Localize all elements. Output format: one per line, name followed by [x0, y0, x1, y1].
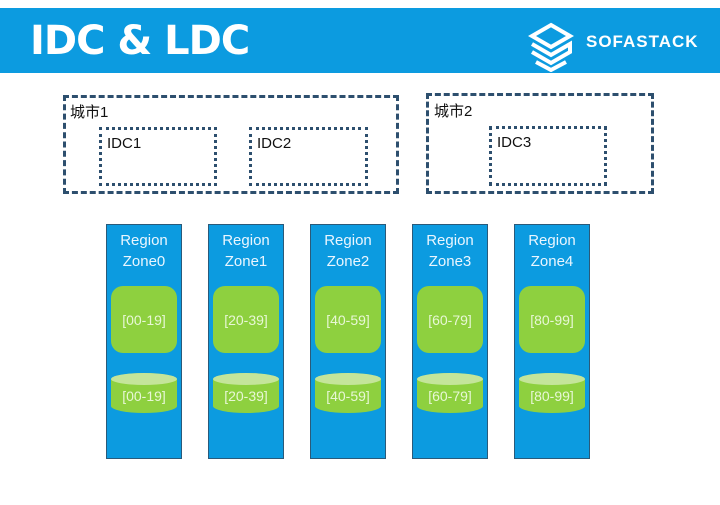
- city-label: 城市1: [70, 104, 109, 121]
- brand-name: SOFASTACK: [586, 32, 699, 51]
- app-shard: [40-59]: [315, 286, 381, 353]
- shard-range: [20-39]: [224, 311, 268, 328]
- idc-box-3: [489, 126, 607, 186]
- city-box-2: [426, 93, 654, 194]
- city-box-1: [63, 95, 399, 194]
- idc-label: IDC3: [497, 134, 532, 151]
- zone-title-line2: Zone3: [428, 253, 472, 270]
- header-bar: IDC & LDC SOFASTACK: [0, 8, 720, 73]
- shard-range: [40-59]: [326, 311, 370, 328]
- database-cylinder-icon: [20-39]: [213, 373, 279, 413]
- city-label: 城市2: [434, 103, 473, 120]
- shard-range: [60-79]: [428, 311, 472, 328]
- app-shard: [60-79]: [417, 286, 483, 353]
- sofastack-logo-icon: [528, 22, 574, 72]
- zone-title-line1: Region: [528, 232, 576, 249]
- db-range: [60-79]: [428, 388, 472, 404]
- app-shard: [00-19]: [111, 286, 177, 353]
- zone-title-line2: Zone4: [530, 253, 574, 270]
- zone-title-line1: Region: [222, 232, 270, 249]
- database-cylinder-icon: [80-99]: [519, 373, 585, 413]
- idc-label: IDC2: [257, 135, 292, 152]
- db-range: [80-99]: [530, 388, 574, 404]
- database-cylinder-icon: [60-79]: [417, 373, 483, 413]
- db-range: [40-59]: [326, 388, 370, 404]
- database-cylinder-icon: [40-59]: [315, 373, 381, 413]
- database-cylinder-icon: [00-19]: [111, 373, 177, 413]
- db-range: [00-19]: [122, 388, 166, 404]
- app-shard: [20-39]: [213, 286, 279, 353]
- idc-label: IDC1: [107, 135, 142, 152]
- idc-box-2: [249, 127, 368, 186]
- zone-title-line1: Region: [324, 232, 372, 249]
- shard-range: [80-99]: [530, 311, 574, 328]
- zone-title-line2: Zone1: [224, 253, 268, 270]
- zone-title-line1: Region: [426, 232, 474, 249]
- app-shard: [80-99]: [519, 286, 585, 353]
- idc-box-1: [99, 127, 217, 186]
- zone-title-line2: Zone2: [326, 253, 370, 270]
- page-title: IDC & LDC: [30, 18, 250, 64]
- shard-range: [00-19]: [122, 311, 166, 328]
- db-range: [20-39]: [224, 388, 268, 404]
- zone-title-line2: Zone0: [122, 253, 166, 270]
- zone-title-line1: Region: [120, 232, 168, 249]
